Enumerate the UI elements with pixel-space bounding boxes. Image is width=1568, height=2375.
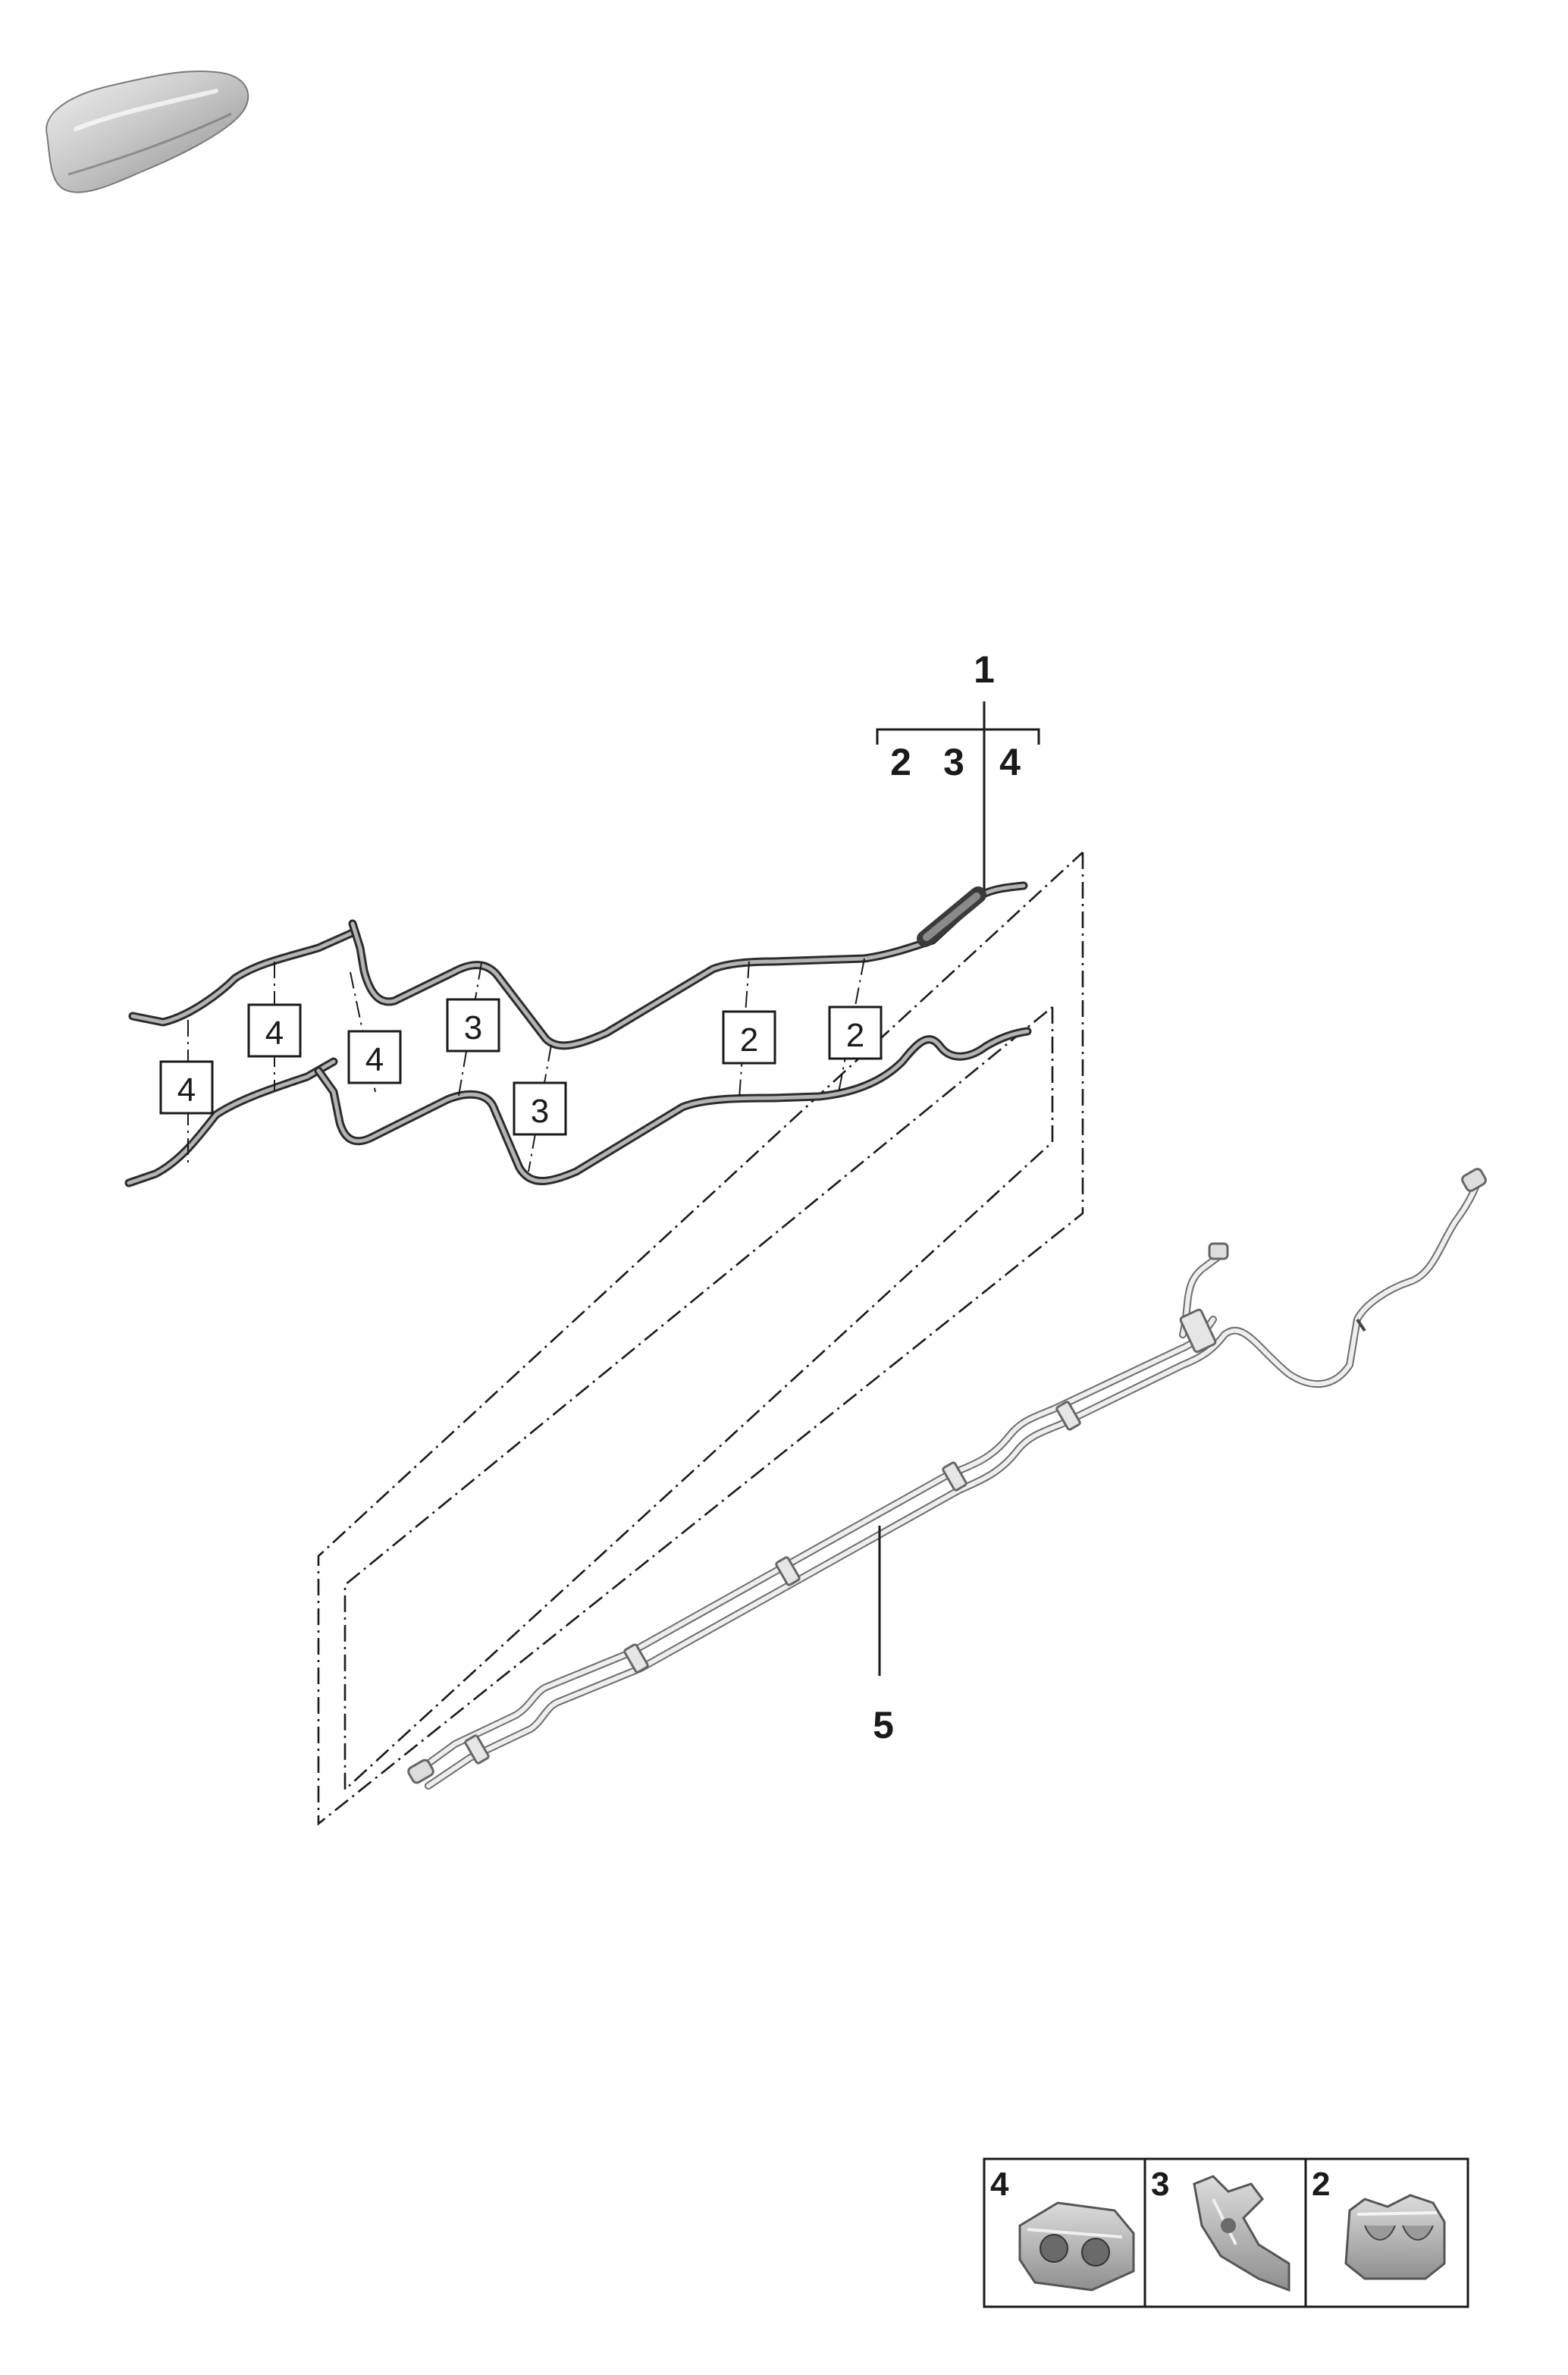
assembly-frames — [317, 852, 1084, 1826]
callout-group-5: 5 — [873, 1526, 894, 1746]
clip-box-label: 3 — [464, 1009, 482, 1046]
clip-box-2a: 2 — [722, 1010, 776, 1065]
clip-box-label: 4 — [177, 1071, 196, 1109]
legend-label-2: 2 — [1312, 2166, 1330, 2203]
clip-2-icon — [1344, 2194, 1446, 2280]
clip-leaders — [187, 958, 865, 1172]
legend-clip-3: 3 — [1151, 2166, 1290, 2292]
clip-box-label: 3 — [531, 1093, 549, 1130]
clip-box-label: 4 — [265, 1015, 284, 1052]
clip-box-4b: 4 — [247, 1003, 302, 1058]
lower-brake-line — [124, 1027, 1032, 1188]
callout-3: 3 — [943, 741, 964, 783]
clip-box-4a: 4 — [159, 1060, 214, 1115]
legend-label-3: 3 — [1151, 2166, 1169, 2203]
legend-clip-4: 4 — [990, 2166, 1135, 2292]
callout-4: 4 — [999, 741, 1021, 783]
callout-2: 2 — [890, 741, 911, 783]
clip-box-3a: 3 — [446, 998, 500, 1053]
clip-3-icon — [1193, 2175, 1290, 2292]
clip-box-3b: 3 — [513, 1081, 567, 1136]
upper-brake-line — [128, 881, 1028, 1050]
line-bundle-assembly — [407, 1168, 1487, 1790]
callout-1: 1 — [974, 648, 995, 691]
clip-box-4c: 4 — [347, 1030, 402, 1084]
clip-box-label: 4 — [365, 1041, 384, 1078]
clip-legend: 4 3 2 — [983, 2157, 1469, 2308]
clip-box-label: 2 — [740, 1021, 758, 1059]
clip-box-label: 2 — [846, 1017, 864, 1054]
legend-label-4: 4 — [990, 2166, 1009, 2203]
legend-clip-2: 2 — [1312, 2166, 1446, 2280]
callout-group-1: 1 2 3 4 — [876, 648, 1040, 893]
callout-5: 5 — [873, 1704, 894, 1746]
vehicle-thumbnail-icon — [45, 70, 249, 193]
clip-label-boxes: 4 4 4 3 3 2 2 — [159, 998, 883, 1136]
clip-4-icon — [1018, 2201, 1135, 2292]
clip-box-2b: 2 — [828, 1006, 883, 1060]
